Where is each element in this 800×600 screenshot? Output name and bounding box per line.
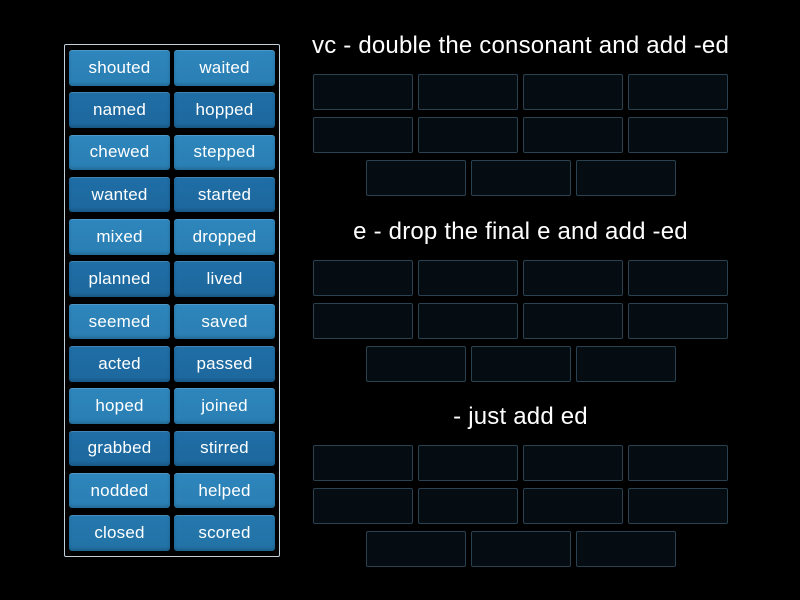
word-tile[interactable]: helped <box>174 472 275 509</box>
word-tile[interactable]: mixed <box>69 219 170 255</box>
empty-slot[interactable] <box>470 346 571 382</box>
slot-row <box>312 74 729 110</box>
word-tile[interactable]: scored <box>174 515 275 551</box>
empty-slot[interactable] <box>523 260 623 296</box>
word-tile[interactable]: started <box>174 176 275 213</box>
word-tile[interactable]: closed <box>69 515 170 551</box>
empty-slot[interactable] <box>575 160 676 196</box>
word-tile[interactable]: planned <box>69 261 170 297</box>
word-tile[interactable]: stepped <box>174 134 275 171</box>
group-title: - just add ed <box>453 403 588 430</box>
empty-slot[interactable] <box>365 531 466 567</box>
empty-slot[interactable] <box>418 260 518 296</box>
empty-slot[interactable] <box>470 531 571 567</box>
empty-slot[interactable] <box>418 445 518 481</box>
empty-slot[interactable] <box>313 260 413 296</box>
word-tile[interactable]: joined <box>174 388 275 424</box>
empty-slot[interactable] <box>628 488 728 524</box>
empty-slot[interactable] <box>418 488 518 524</box>
empty-slot[interactable] <box>313 445 413 481</box>
slot-row <box>312 303 729 339</box>
word-tile[interactable]: named <box>69 92 170 128</box>
empty-slot[interactable] <box>418 74 518 110</box>
group: - just add ed <box>312 401 729 574</box>
slot-row <box>312 346 729 382</box>
slot-row <box>312 488 729 524</box>
word-tile[interactable]: hoped <box>69 388 170 424</box>
empty-slot[interactable] <box>418 117 518 153</box>
group-title: e - drop the final e and add -ed <box>353 218 688 245</box>
empty-slot[interactable] <box>313 488 413 524</box>
word-tile[interactable]: stirred <box>174 430 275 467</box>
empty-slot[interactable] <box>313 303 413 339</box>
word-tile[interactable]: hopped <box>174 92 275 128</box>
empty-slot[interactable] <box>628 260 728 296</box>
empty-slot[interactable] <box>313 74 413 110</box>
word-tile[interactable]: passed <box>174 346 275 382</box>
word-tile[interactable]: dropped <box>174 219 275 255</box>
empty-slot[interactable] <box>575 346 676 382</box>
word-tile[interactable]: saved <box>174 303 275 340</box>
empty-slot[interactable] <box>523 488 623 524</box>
empty-slot[interactable] <box>418 303 518 339</box>
word-tile[interactable]: chewed <box>69 134 170 171</box>
empty-slot[interactable] <box>628 303 728 339</box>
word-tile[interactable]: lived <box>174 261 275 297</box>
slot-row <box>312 445 729 481</box>
word-tile[interactable]: wanted <box>69 176 170 213</box>
slot-row <box>312 117 729 153</box>
empty-slot[interactable] <box>470 160 571 196</box>
group: vc - double the consonant and add -ed <box>312 30 729 203</box>
empty-slot[interactable] <box>365 346 466 382</box>
empty-slot[interactable] <box>628 74 728 110</box>
group: e - drop the final e and add -ed <box>312 216 729 389</box>
slot-row <box>312 531 729 567</box>
empty-slot[interactable] <box>523 303 623 339</box>
empty-slot[interactable] <box>365 160 466 196</box>
word-tile[interactable]: acted <box>69 346 170 382</box>
word-tile[interactable]: seemed <box>69 303 170 340</box>
empty-slot[interactable] <box>628 445 728 481</box>
empty-slot[interactable] <box>575 531 676 567</box>
slot-row <box>312 160 729 196</box>
group-title: vc - double the consonant and add -ed <box>312 32 730 59</box>
word-tile[interactable]: nodded <box>69 472 170 509</box>
empty-slot[interactable] <box>523 445 623 481</box>
slot-row <box>312 260 729 296</box>
word-tile[interactable]: shouted <box>69 50 170 86</box>
word-tile[interactable]: grabbed <box>69 430 170 467</box>
word-tile[interactable]: waited <box>174 50 275 86</box>
empty-slot[interactable] <box>313 117 413 153</box>
empty-slot[interactable] <box>628 117 728 153</box>
empty-slot[interactable] <box>523 74 623 110</box>
empty-slot[interactable] <box>523 117 623 153</box>
